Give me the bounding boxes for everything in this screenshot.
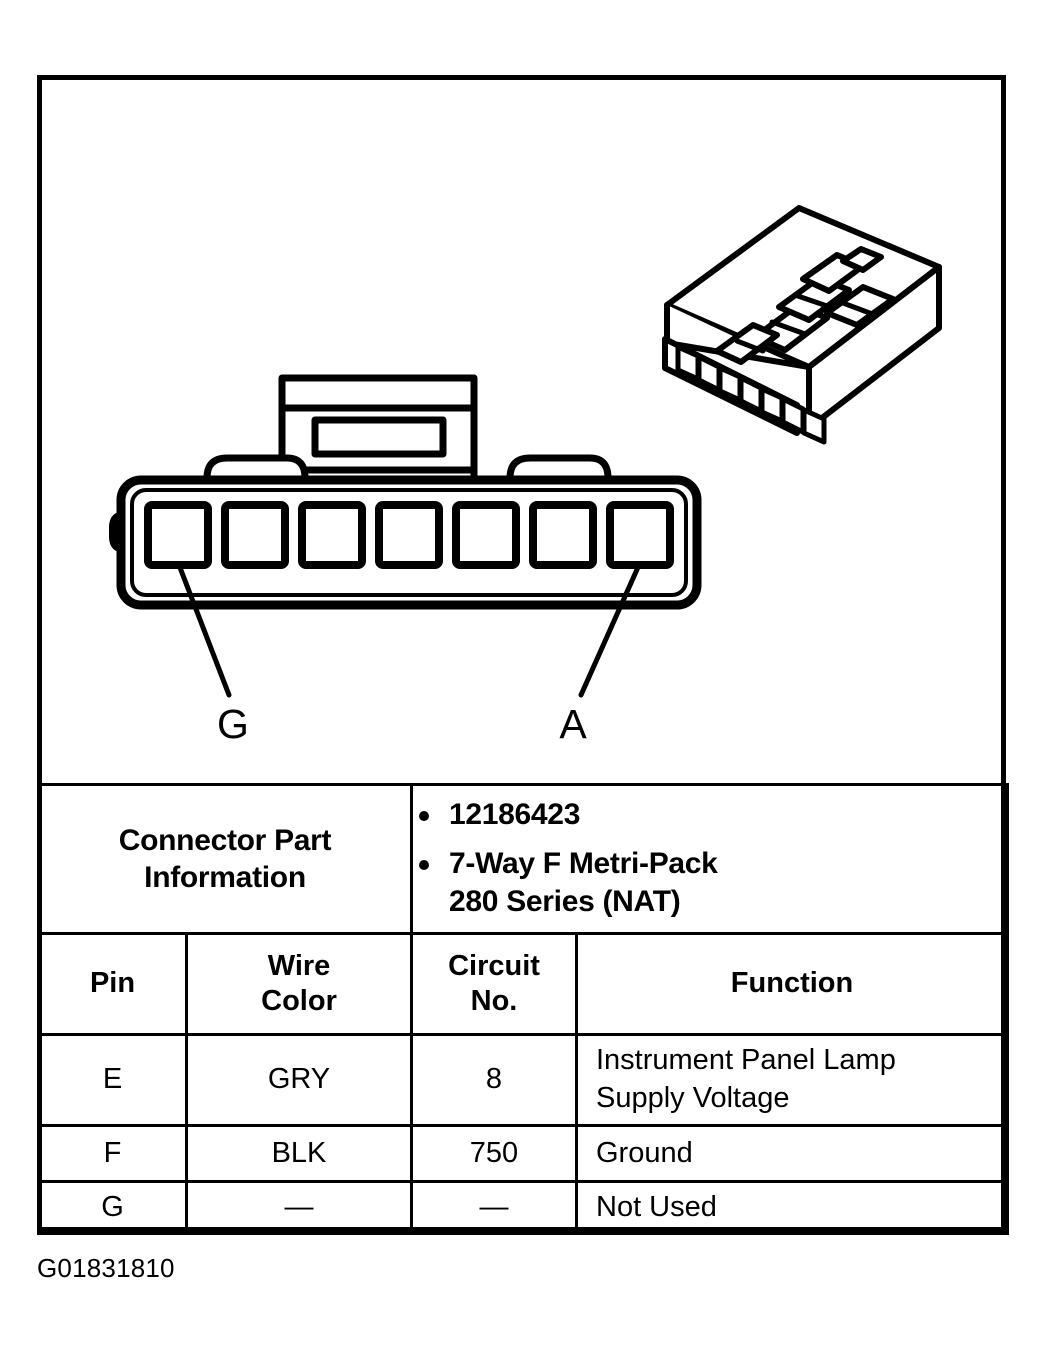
connector-part-information-row: Connector Part Information 12186423 7-Wa… — [37, 783, 1010, 935]
cell-wire-color: BLK — [185, 1124, 413, 1183]
callout-label-a: A — [559, 701, 587, 747]
cell-function: Not Used — [574, 1180, 1010, 1235]
cpi-label-line-1: Connector Part — [118, 823, 332, 857]
part-info-bullet-item: 12186423 — [413, 796, 1006, 834]
connector-part-information-values: 12186423 7-Way F Metri-Pack 280 Series (… — [409, 783, 1010, 935]
cell-function: Ground — [574, 1124, 1010, 1183]
cell-pin: F — [37, 1124, 188, 1183]
cavity-f — [221, 501, 289, 569]
connector-3d-rib-1 — [769, 319, 808, 337]
circuit-no-header-line-1: Circuit — [448, 949, 540, 982]
cavity-a — [606, 501, 674, 569]
connector-illustration: G A — [37, 75, 1006, 785]
connector-3d-rib-2 — [792, 292, 830, 309]
bullet-dot-icon — [419, 811, 429, 822]
column-header-function: Function — [574, 932, 1010, 1036]
wire-color-header-line-1: Wire — [267, 949, 331, 982]
connector-3d-rib-3 — [734, 338, 766, 354]
function-line-2: Supply Voltage — [596, 1082, 790, 1114]
cell-wire-color: — — [185, 1180, 413, 1235]
connector-3d-rib-4 — [840, 300, 878, 318]
part-description-line-1: 7-Way F Metri-Pack — [449, 846, 718, 880]
part-info-bullet-list: 12186423 7-Way F Metri-Pack 280 Series (… — [413, 796, 1006, 921]
leader-line-a — [578, 562, 642, 698]
connector-body-inner-line — [130, 488, 688, 597]
cavity-b — [529, 501, 597, 569]
latch-window — [311, 416, 447, 458]
cell-pin: G — [37, 1180, 188, 1235]
cell-wire-color: GRY — [185, 1033, 413, 1127]
figure-caption: G01831810 — [37, 1253, 175, 1283]
callout-label-g: G — [217, 701, 249, 747]
column-header-wire-color: Wire Color — [185, 932, 413, 1036]
connector-3d-latch-ribs — [734, 292, 878, 354]
connector-part-information-label: Connector Part Information — [37, 783, 413, 935]
function-line-1: Instrument Panel Lamp — [596, 1044, 896, 1077]
part-number-text: 12186423 — [449, 798, 581, 832]
column-header-circuit-no: Circuit No. — [410, 932, 578, 1036]
cell-pin: E — [37, 1033, 188, 1127]
connector-spec-table: Connector Part Information 12186423 7-Wa… — [37, 783, 1010, 1235]
bullet-dot-icon — [419, 859, 429, 870]
connector-drawing-svg: G A — [109, 205, 942, 747]
table-row: G — — Not Used — [37, 1180, 1010, 1235]
table-header-row: Pin Wire Color Circuit No. Function — [37, 932, 1010, 1036]
connector-3d-cavities — [675, 344, 827, 445]
table-row: E GRY 8 Instrument Panel Lamp Supply Vol… — [37, 1033, 1010, 1127]
part-description-line-2: 280 Series (NAT) — [449, 885, 681, 919]
column-header-pin: Pin — [37, 932, 188, 1036]
table-row: F BLK 750 Ground — [37, 1124, 1010, 1183]
cell-circuit-no: 8 — [410, 1033, 578, 1127]
cell-circuit-no: 750 — [410, 1124, 578, 1183]
connector-body-inner — [130, 488, 688, 597]
part-info-bullet-item: 7-Way F Metri-Pack 280 Series (NAT) — [413, 845, 1006, 922]
cell-function: Instrument Panel Lamp Supply Voltage — [574, 1033, 1010, 1127]
leader-line-g — [176, 562, 232, 698]
connector-3d-latch-tab — [840, 246, 884, 273]
circuit-no-header-line-2: No. — [470, 985, 518, 1017]
connector-cavities — [144, 501, 674, 569]
cavity-d — [375, 501, 443, 569]
wire-color-header-line-2: Color — [261, 985, 337, 1017]
latch-top-band — [278, 374, 478, 412]
connector-3d-latch-wing-right — [824, 284, 896, 328]
callout-leader-lines — [176, 562, 642, 698]
connector-3d-cavity-7 — [801, 407, 827, 445]
cell-circuit-no: — — [410, 1180, 578, 1235]
cavity-g — [144, 501, 212, 569]
cavity-c — [452, 501, 520, 569]
cpi-label-line-2: Information — [144, 861, 306, 894]
cavity-e — [298, 501, 366, 569]
